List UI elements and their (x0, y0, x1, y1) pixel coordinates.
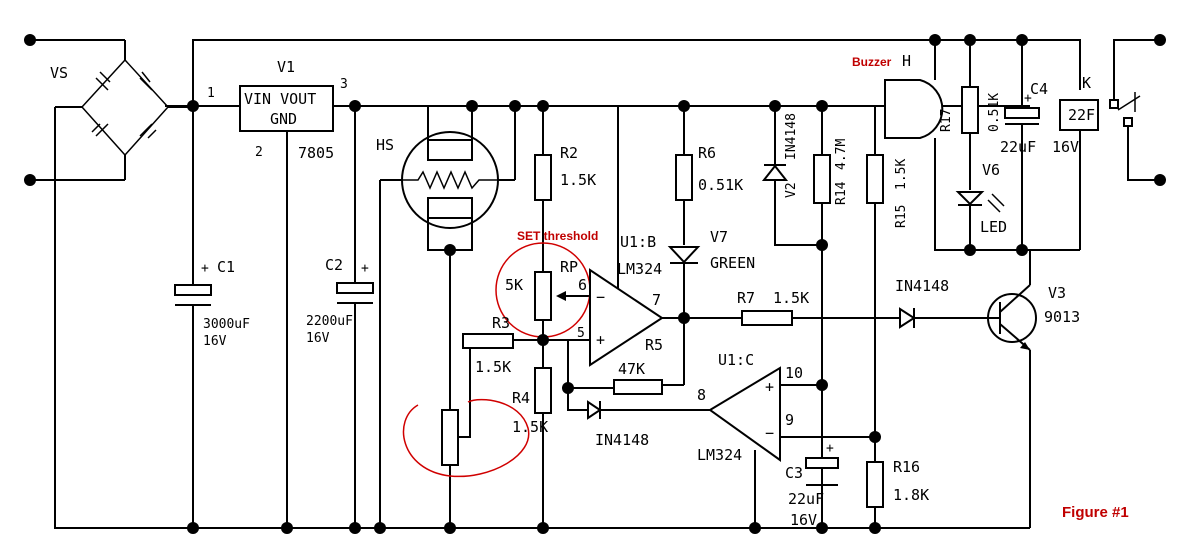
pin-8-label: 8 (697, 386, 706, 404)
bridge-rectifier: VS (30, 39, 193, 181)
label-r14: R14 (834, 181, 849, 205)
resistor-r15-r16: R15 1.5K R16 1.8K (866, 106, 929, 528)
c1-voltage: 16V (203, 334, 227, 349)
label-r4: R4 (512, 389, 530, 407)
label-u1c: U1:C (718, 351, 754, 369)
voltage-regulator: VIN VOUT GND V1 7805 1 2 3 (207, 58, 348, 528)
c3-value: 22uF (788, 490, 824, 508)
c2-value: 2200uF (306, 314, 353, 329)
capacitor-c1: + C1 3000uF 16V (174, 106, 250, 528)
capacitor-c2: + C2 2200uF 16V (306, 106, 374, 528)
label-v6: V6 (982, 161, 1000, 179)
regulator-pins-label: VIN VOUT (244, 90, 316, 108)
output-section: Buzzer H R17 0.51K V6 LED + C4 22uF 22F … (852, 39, 1160, 251)
label-r15: R15 (894, 205, 909, 228)
resistor-r5: R5 47K (567, 336, 684, 395)
label-r17: R17 (939, 109, 954, 132)
threshold-divider: R2 1.5K 5K RP R4 1.5K SET threshold (495, 106, 598, 528)
label-r6: R6 (698, 144, 716, 162)
in4148-top-label: IN4148 (784, 113, 799, 160)
svg-text:−: − (765, 424, 774, 442)
resistor-r3: R3 1.5K (462, 314, 514, 376)
svg-text:+: + (826, 441, 834, 456)
svg-text:+: + (361, 261, 369, 276)
pin-9-label: 9 (785, 411, 794, 429)
label-vs: VS (50, 64, 68, 82)
pin-2-label: 2 (255, 145, 263, 160)
set-threshold-label: SET threshold (517, 229, 598, 243)
diode-right: IN4148 (895, 277, 988, 329)
svg-text:+: + (596, 331, 605, 349)
led-label: LED (980, 218, 1007, 236)
green-indicator: R6 0.51K V7 GREEN (667, 106, 755, 385)
r16-value: 1.8K (893, 486, 929, 504)
u1c-part: LM324 (697, 446, 742, 464)
regulator-gnd-label: GND (270, 110, 297, 128)
c4-voltage: 16V (1052, 138, 1079, 156)
diode-v2: V2 IN4148 (761, 106, 822, 246)
u1b-part: LM324 (617, 260, 662, 278)
r3-value: 1.5K (475, 358, 511, 376)
in4148-bottom-label: IN4148 (595, 431, 649, 449)
junction-dots (24, 34, 1166, 534)
resistor-r14: R14 4.7M (813, 106, 849, 528)
r5-value: 47K (618, 360, 645, 378)
relay-coil-label: 22F (1068, 106, 1095, 124)
r17-value: 0.51K (987, 93, 1002, 132)
label-hs: HS (376, 136, 394, 154)
buzzer-label: Buzzer (852, 55, 892, 69)
label-v3: V3 (1048, 284, 1066, 302)
figure-caption: Figure #1 (1062, 504, 1129, 521)
label-r2: R2 (560, 144, 578, 162)
label-v2: V2 (784, 182, 799, 198)
pin-3-label: 3 (340, 77, 348, 92)
c1-value: 3000uF (203, 317, 250, 332)
svg-text:+: + (201, 261, 209, 276)
c2-voltage: 16V (306, 331, 330, 346)
label-c2: C2 (325, 256, 343, 274)
resistor-r7: R7 1.5K (684, 289, 900, 326)
c4-value: 22uF (1000, 138, 1036, 156)
pin-7-label: 7 (652, 291, 661, 309)
pin-1-label: 1 (207, 86, 215, 101)
v7-value: GREEN (710, 254, 755, 272)
label-k: K (1082, 74, 1091, 92)
r4-value: 1.5K (512, 418, 548, 436)
regulator-part-label: 7805 (298, 144, 334, 162)
label-v7: V7 (710, 228, 728, 246)
svg-text:−: − (596, 288, 605, 306)
op-amp-u1b: − + 6 5 7 U1:B LM324 (543, 106, 684, 367)
label-r5: R5 (645, 336, 663, 354)
r15-value: 1.5K (894, 159, 909, 190)
op-amp-u1c: + − 10 9 8 U1:C LM324 (697, 351, 875, 528)
svg-text:+: + (765, 378, 774, 396)
label-c4: C4 (1030, 80, 1048, 98)
gas-sensor-hs: HS (376, 106, 516, 528)
rp-value: 5K (505, 276, 523, 294)
c3-voltage: 16V (790, 511, 817, 529)
transistor-v3: V3 9013 (987, 250, 1080, 528)
label-u1b: U1:B (620, 233, 656, 251)
r7-value: 1.5K (773, 289, 809, 307)
r2-value: 1.5K (560, 171, 596, 189)
diode-bottom: IN4148 (567, 388, 710, 449)
label-c1: C1 (217, 258, 235, 276)
label-v1: V1 (277, 58, 295, 76)
label-r16: R16 (893, 458, 920, 476)
v3-part: 9013 (1044, 308, 1080, 326)
r6-value: 0.51K (698, 176, 743, 194)
pin-5-label: 5 (577, 326, 585, 341)
in4148-right-label: IN4148 (895, 277, 949, 295)
label-r3: R3 (492, 314, 510, 332)
label-h: H (902, 52, 911, 70)
pin-10-label: 10 (785, 364, 803, 382)
label-r7: R7 (737, 289, 755, 307)
capacitor-c3: + C3 22uF 16V (785, 437, 839, 529)
label-c3: C3 (785, 464, 803, 482)
svg-text:+: + (1024, 91, 1032, 106)
label-rp: RP (560, 258, 578, 276)
pin-6-label: 6 (578, 276, 587, 294)
r14-value: 4.7M (834, 139, 849, 170)
